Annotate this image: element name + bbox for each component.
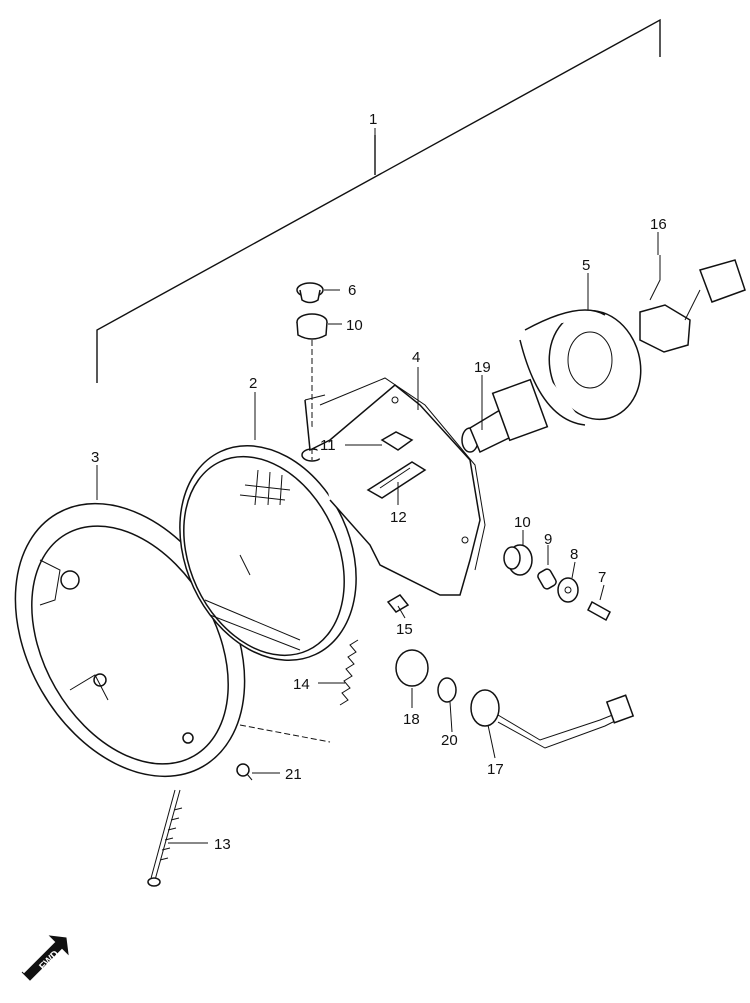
callout-18: 18 [403, 711, 420, 728]
callout-20: 20 [441, 732, 458, 749]
bulb-housing-5[interactable] [519, 300, 653, 430]
callout-labels: 1 2 3 4 5 6 10 11 12 15 14 13 21 19 16 1… [91, 111, 667, 853]
callout-21: 21 [285, 766, 302, 783]
callout-17: 17 [487, 761, 504, 778]
callout-7: 7 [598, 569, 606, 586]
collar-9[interactable] [536, 568, 557, 591]
callout-16: 16 [650, 216, 667, 233]
spring-14[interactable] [339, 639, 359, 706]
callout-4: 4 [412, 349, 420, 366]
callout-19: 19 [474, 359, 491, 376]
connector-16[interactable] [639, 255, 746, 353]
leader-lines [96, 128, 659, 844]
bulb-19[interactable] [461, 378, 549, 454]
rubber-cap-18[interactable] [395, 649, 429, 687]
callout-6: 6 [348, 282, 356, 299]
clip-11[interactable] [380, 431, 414, 451]
bulb-20[interactable] [437, 677, 457, 703]
fwd-direction-badge: FWD [21, 935, 69, 981]
callout-9: 9 [544, 531, 552, 548]
screw-13[interactable] [147, 789, 183, 887]
callout-15: 15 [396, 621, 413, 638]
screw-cap-6[interactable] [296, 282, 324, 304]
callout-11: 11 [320, 437, 336, 454]
callout-13: 13 [214, 836, 231, 853]
headlamp-lens-unit[interactable] [146, 417, 389, 689]
grommet-10-top[interactable] [296, 313, 328, 340]
washer-8[interactable] [557, 577, 579, 603]
screw-21[interactable] [236, 763, 253, 781]
callout-12: 12 [390, 509, 407, 526]
nut-15[interactable] [386, 594, 410, 613]
callout-10a: 10 [346, 317, 363, 334]
callout-2: 2 [249, 375, 257, 392]
headlamp-rim[interactable] [0, 463, 291, 818]
callout-14: 14 [293, 676, 310, 693]
callout-1: 1 [369, 111, 377, 128]
assembly-bracket-1 [96, 18, 661, 383]
callout-5: 5 [582, 257, 590, 274]
callout-3: 3 [91, 449, 99, 466]
grommet-10-side[interactable] [503, 544, 533, 576]
callout-8: 8 [570, 546, 578, 563]
socket-harness-17[interactable] [470, 689, 635, 749]
bolt-7[interactable] [587, 600, 611, 622]
adjuster-plate-12[interactable] [366, 461, 427, 499]
callout-10b: 10 [514, 514, 531, 531]
